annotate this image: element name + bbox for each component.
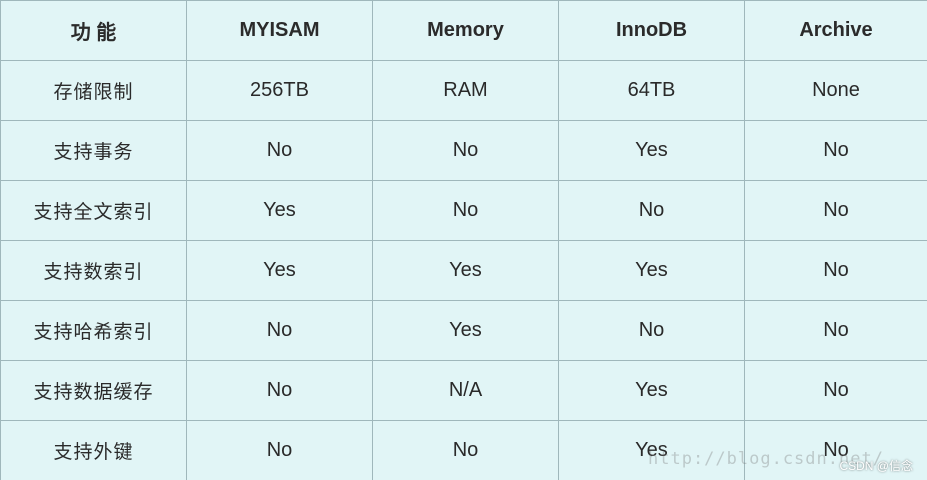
value-cell: Yes [372, 300, 559, 361]
feature-cell: 支持数索引 [0, 240, 187, 301]
value-cell: No [186, 120, 373, 181]
value-cell: No [186, 360, 373, 421]
value-cell: No [372, 120, 559, 181]
value-cell: No [186, 300, 373, 361]
header-row: 功 能 MYISAM Memory InnoDB Archive [0, 0, 927, 61]
value-cell: No [744, 360, 927, 421]
value-cell: Yes [558, 240, 745, 301]
feature-cell: 支持事务 [0, 120, 187, 181]
watermark-csdn: CSDN @信念 [839, 459, 913, 473]
value-cell: None [744, 60, 927, 121]
value-cell: Yes [186, 240, 373, 301]
header-archive: Archive [744, 0, 927, 61]
value-cell: RAM [372, 60, 559, 121]
value-cell: No [558, 300, 745, 361]
watermark-url: http://blog.csdn.net/ [648, 449, 884, 469]
feature-cell: 存储限制 [0, 60, 187, 121]
value-cell: No [744, 120, 927, 181]
value-cell: 64TB [558, 60, 745, 121]
header-memory: Memory [372, 0, 559, 61]
table-row: 支持事务 No No Yes No [0, 120, 927, 181]
value-cell: No [744, 180, 927, 241]
header-innodb: InnoDB [558, 0, 745, 61]
value-cell: No [372, 420, 559, 480]
feature-cell: 支持全文索引 [0, 180, 187, 241]
value-cell: No [186, 420, 373, 480]
value-cell: No [558, 180, 745, 241]
value-cell: Yes [186, 180, 373, 241]
table-row: 存储限制 256TB RAM 64TB None [0, 60, 927, 121]
value-cell: Yes [558, 420, 745, 480]
header-myisam: MYISAM [186, 0, 373, 61]
feature-cell: 支持数据缓存 [0, 360, 187, 421]
value-cell: Yes [558, 120, 745, 181]
value-cell: N/A [372, 360, 559, 421]
table-row: 支持全文索引 Yes No No No [0, 180, 927, 241]
table-row: 支持数据缓存 No N/A Yes No [0, 360, 927, 421]
value-cell: No [372, 180, 559, 241]
value-cell: 256TB [186, 60, 373, 121]
feature-cell: 支持哈希索引 [0, 300, 187, 361]
header-feature: 功 能 [0, 0, 187, 61]
value-cell: No [744, 240, 927, 301]
table-row: 支持外键 No No Yes No [0, 420, 927, 480]
value-cell: Yes [372, 240, 559, 301]
table-row: 支持数索引 Yes Yes Yes No [0, 240, 927, 301]
table-row: 支持哈希索引 No Yes No No [0, 300, 927, 361]
feature-cell: 支持外键 [0, 420, 187, 480]
value-cell: No [744, 300, 927, 361]
value-cell: Yes [558, 360, 745, 421]
